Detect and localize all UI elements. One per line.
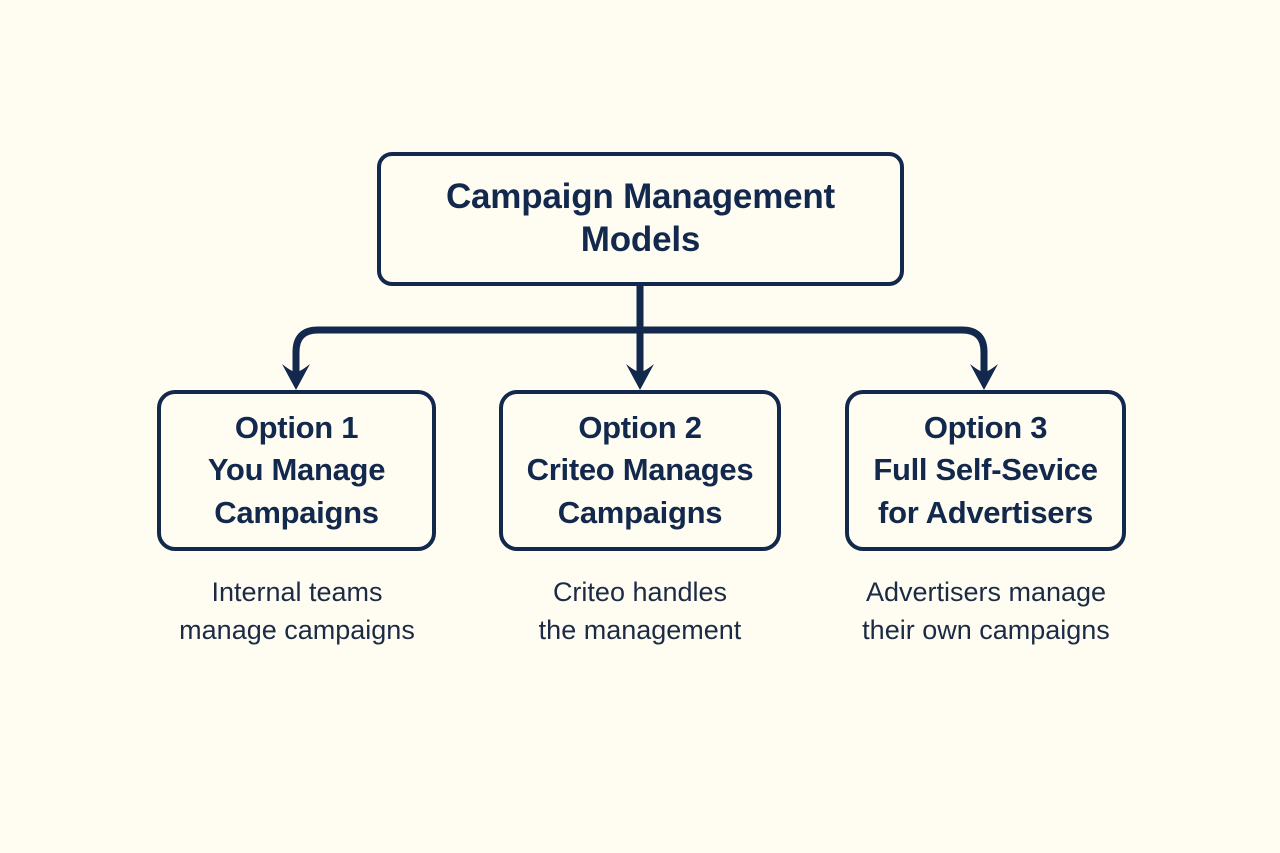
connector-bus-line [292,326,988,373]
option-node-1-label: Option 1 You Manage Campaigns [207,409,386,530]
option-caption-2: Criteo handles the management [538,577,742,646]
arrowhead-icon-option-2 [626,364,654,390]
option-node-2-label: Option 2 Criteo Manages Campaigns [526,409,754,530]
option-node-2[interactable]: Option 2 Criteo Manages Campaigns [499,390,781,551]
arrowhead-icon-option-1 [282,364,310,390]
root-node-campaign-management-models[interactable]: Campaign Management Models [377,152,904,286]
option-caption-3: Advertisers manage their own campaigns [862,577,1110,646]
option-node-3[interactable]: Option 3 Full Self-Sevice for Advertiser… [845,390,1126,551]
arrowhead-icon-option-3 [970,364,998,390]
option-node-1[interactable]: Option 1 You Manage Campaigns [157,390,436,551]
option-node-3-label: Option 3 Full Self-Sevice for Advertiser… [873,409,1098,530]
option-caption-1: Internal teams manage campaigns [179,577,415,646]
root-node-label: Campaign Management Models [445,177,836,259]
